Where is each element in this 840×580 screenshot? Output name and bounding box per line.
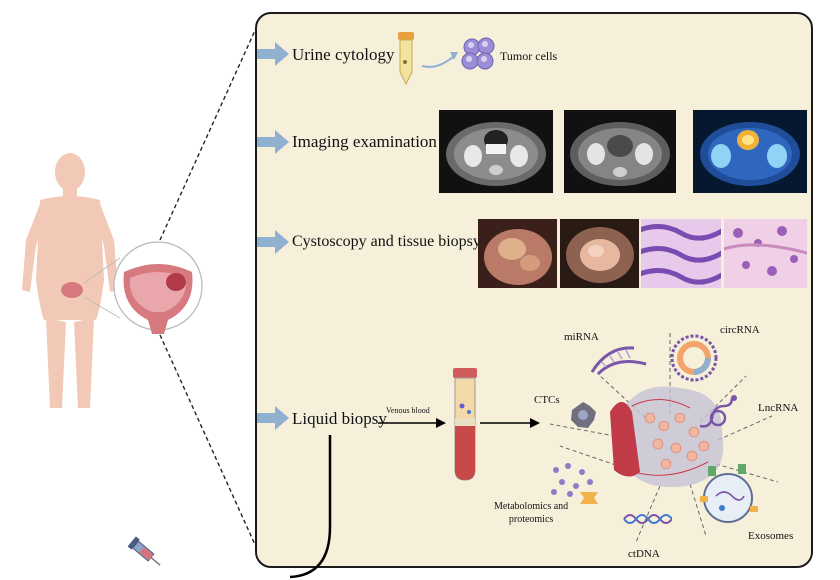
bladder-zoom-icon — [113, 241, 203, 334]
histology-image-1 — [641, 219, 721, 288]
biomarker-hub — [549, 332, 779, 543]
circrna-icon — [670, 334, 718, 382]
cystoscopy-image-1 — [478, 219, 557, 288]
step-arrow-icon — [257, 42, 289, 66]
tumor-tissue — [613, 386, 724, 487]
blood-vessel — [610, 402, 640, 477]
small-bladder-icon — [61, 282, 83, 298]
urine-cytology-label: Urine cytology — [292, 45, 395, 64]
metabolomics-label-line2: proteomics — [508, 514, 554, 525]
ct-scan-image-2 — [564, 110, 676, 193]
venous-blood-label: Venous blood — [386, 406, 430, 415]
blood-tube-icon — [453, 368, 477, 481]
cystoscopy-image-2 — [560, 219, 639, 288]
exosomes-label: Exosomes — [748, 530, 794, 542]
curved-arrow-icon — [421, 52, 458, 68]
ctdna-icon — [623, 514, 672, 524]
liquid-biopsy-label: Liquid biopsy — [292, 409, 387, 428]
step-arrow-icon — [257, 406, 289, 430]
exosome-icon — [700, 464, 758, 523]
ctdna-label: ctDNA — [628, 548, 660, 560]
protein-icon — [580, 492, 598, 504]
arrow-to-tube-icon — [378, 418, 446, 428]
step-arrow-icon — [257, 130, 289, 154]
metabolites-icon — [551, 463, 593, 497]
tumor-cells-icon — [461, 37, 495, 70]
lncrna-icon — [699, 395, 737, 428]
ctc-cell-icon — [571, 402, 596, 428]
imaging-examination-label: Imaging examination — [292, 132, 437, 151]
step-arrow-icon — [257, 230, 289, 254]
syringe-icon — [127, 536, 161, 566]
urine-tube-icon — [398, 32, 414, 86]
ct-scan-image-1 — [439, 110, 553, 193]
ctcs-label: CTCs — [534, 394, 560, 406]
lncrna-label: LncRNA — [758, 402, 799, 414]
pet-ct-image — [693, 110, 807, 193]
tumor-cells-label: Tumor cells — [500, 49, 558, 63]
mirna-icon — [590, 346, 647, 376]
human-figure-icon — [22, 153, 118, 408]
mirna-label: miRNA — [564, 331, 599, 343]
circrna-label: circRNA — [720, 324, 760, 336]
metabolomics-label-line1: Metabolomics and — [494, 501, 569, 512]
metabolomics-label: Metabolomics and proteomics — [494, 500, 568, 526]
histology-image-2 — [724, 219, 807, 288]
cystoscopy-biopsy-label: Cystoscopy and tissue biopsy — [292, 233, 481, 250]
arrow-to-tumor-icon — [480, 418, 540, 428]
black-curve-line — [290, 435, 332, 579]
tumor-mass — [166, 273, 186, 291]
